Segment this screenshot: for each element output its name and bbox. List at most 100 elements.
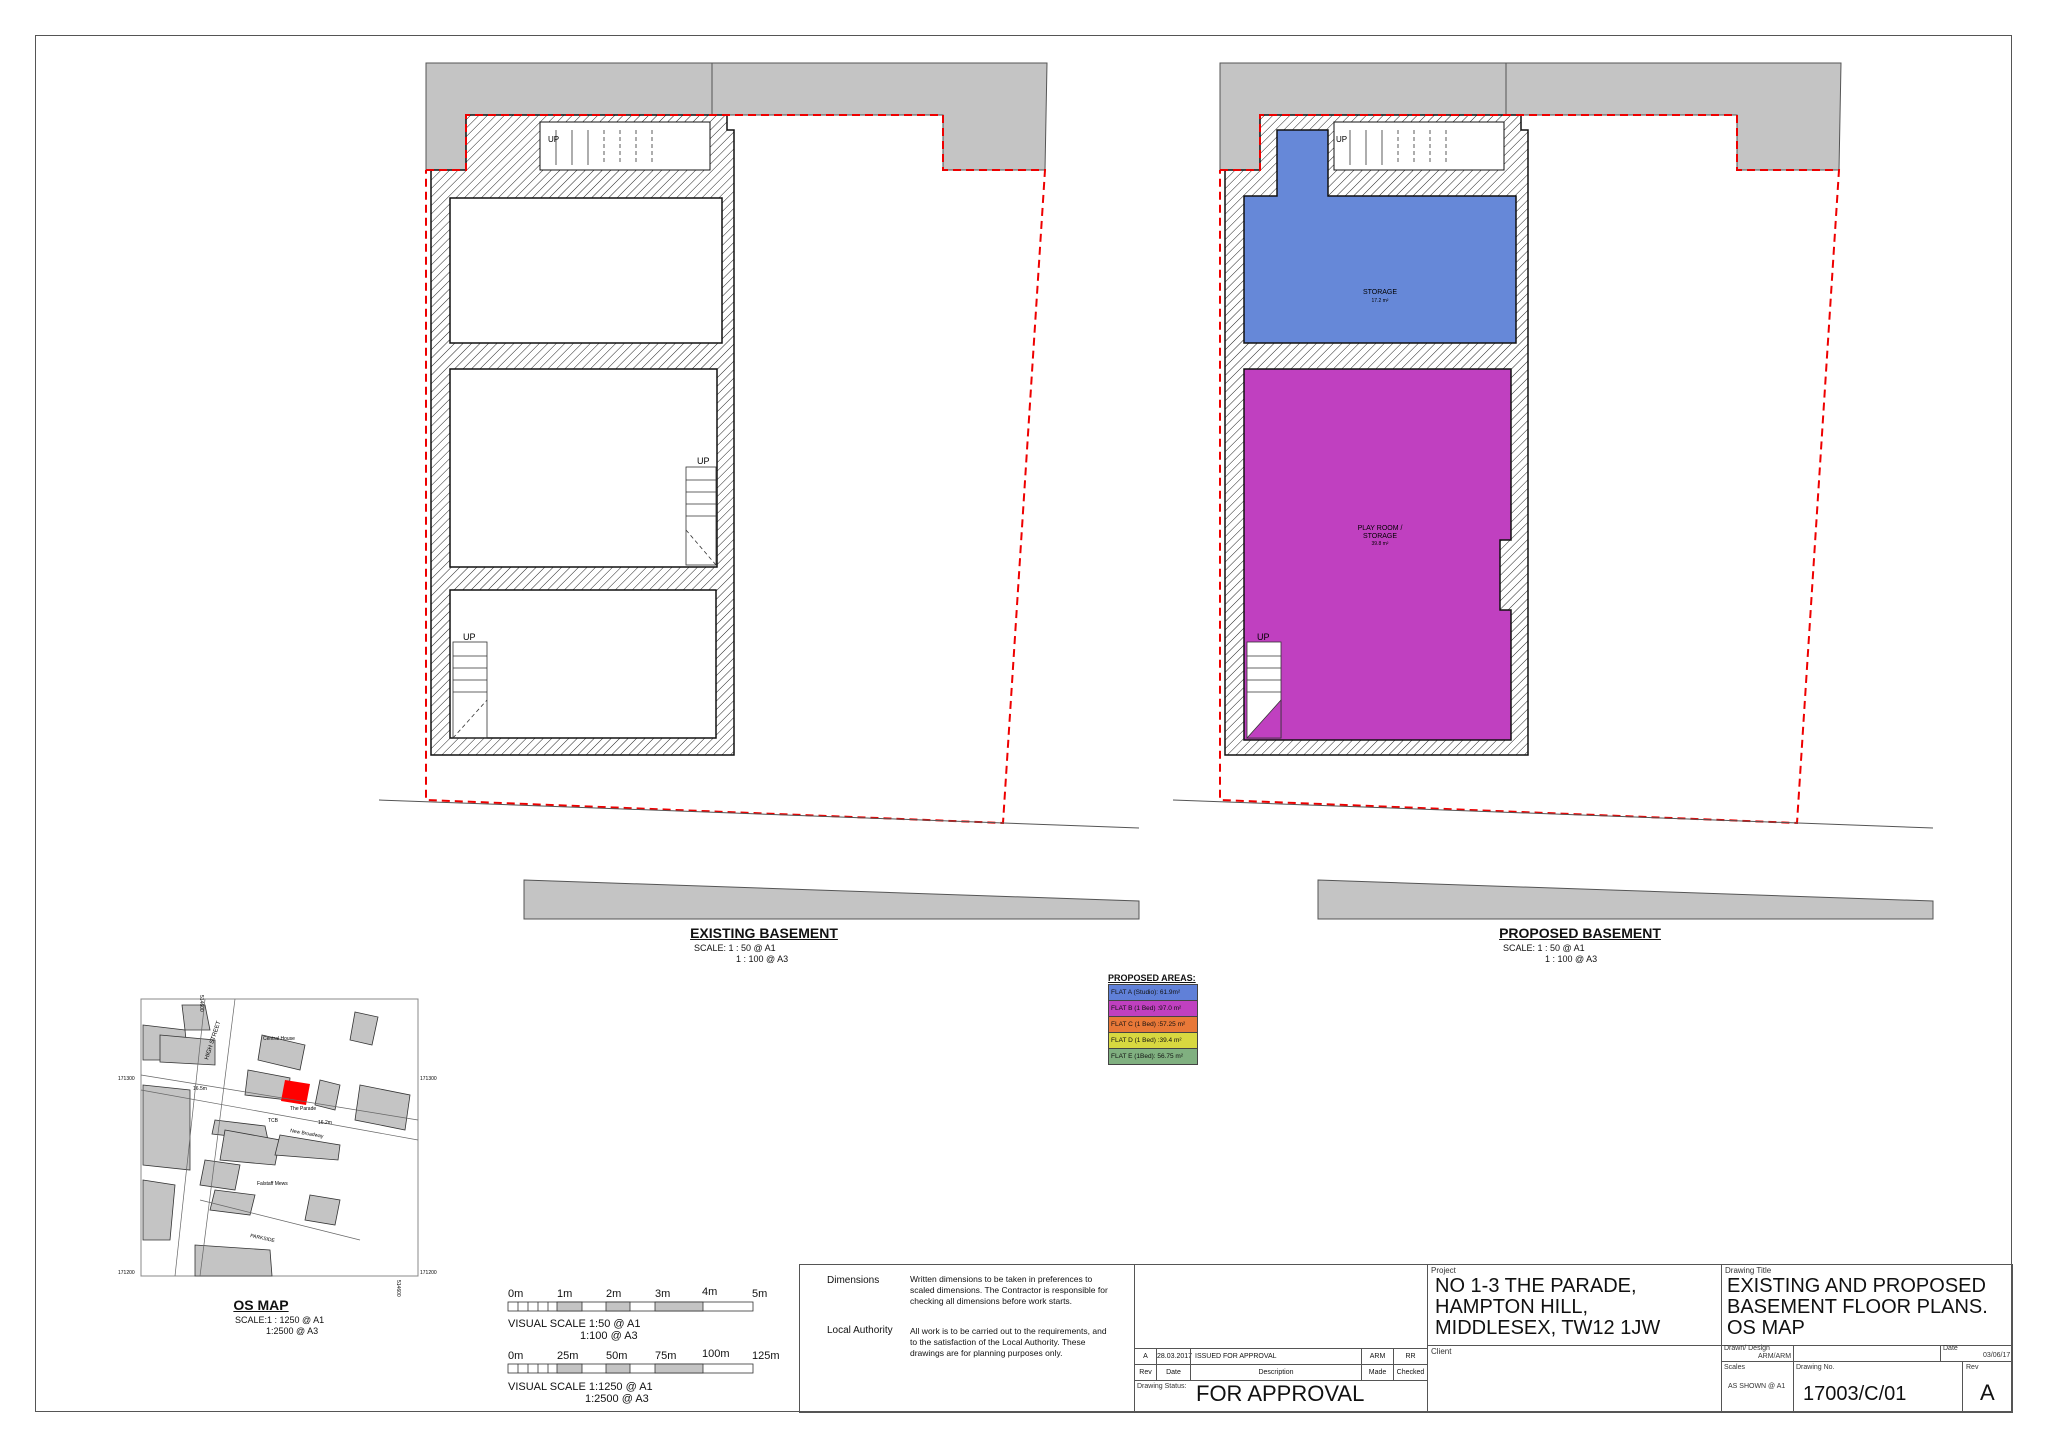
header-description: Description	[1190, 1364, 1362, 1381]
scale-tick: 25m	[557, 1350, 579, 1362]
header-made: Made	[1361, 1364, 1394, 1381]
map-street-label: PARKSIDE	[250, 1233, 276, 1244]
stair-top	[539, 121, 711, 171]
drawing-status-label: Drawing Status:	[1137, 1383, 1187, 1390]
project-label: Project	[1431, 1266, 1456, 1275]
room-area: 17.2 m²	[1372, 298, 1389, 304]
header-rev: Rev	[1134, 1364, 1157, 1381]
grid-label: 171200	[118, 1270, 135, 1276]
legend-item: FLAT A (Studio): 61.9m²	[1108, 984, 1198, 1001]
legend-item: FLAT E (1Bed): 56.75 m²	[1108, 1048, 1198, 1065]
scale-caption: VISUAL SCALE 1:50 @ A1	[508, 1318, 641, 1330]
grid-label: 171300	[118, 1076, 135, 1082]
stair-room-2	[685, 466, 717, 566]
pavement-section	[523, 879, 1140, 920]
pavement-section	[1317, 879, 1934, 920]
up-label: UP	[1336, 135, 1347, 144]
header-date: Date	[1156, 1364, 1191, 1381]
existing-basement-plan: UP UP UP	[378, 62, 1140, 920]
drawing-status: FOR APPROVAL	[1196, 1381, 1365, 1406]
date-cell: 28.03.2017	[1156, 1348, 1192, 1365]
project-line: NO 1-3 THE PARADE,	[1435, 1275, 1637, 1297]
scale-bar-1-1250	[507, 1363, 754, 1374]
spot-height: 16.2m	[318, 1120, 332, 1126]
drawing-title-line: OS MAP	[1727, 1317, 1805, 1339]
room-area: 39.8 m²	[1372, 541, 1389, 547]
map-label: The Parade	[290, 1106, 316, 1112]
grid-label: 171200	[420, 1270, 437, 1276]
room-name: PLAY ROOM /	[1358, 525, 1403, 532]
legend-item: FLAT C (1 Bed) :57.25 m²	[1108, 1016, 1198, 1033]
play-room	[1243, 368, 1512, 741]
legend-item: FLAT D (1 Bed) :39.4 m²	[1108, 1032, 1198, 1049]
scale-tick: 0m	[508, 1350, 524, 1362]
drawing-title: EXISTING AND PROPOSED BASEMENT FLOOR PLA…	[1727, 1276, 1988, 1339]
room-2	[449, 368, 718, 568]
map-label: Falstaff Mews	[257, 1181, 288, 1187]
grid-label: 171300	[420, 1076, 437, 1082]
os-map-scale: 1:2500 @ A3	[266, 1326, 319, 1336]
scale-tick: 5m	[752, 1288, 768, 1300]
note-text: All work is to be carried out to the req…	[910, 1326, 1107, 1358]
existing-scale: 1 : 100 @ A3	[736, 954, 789, 964]
os-map-scale: SCALE:1 : 1250 @ A1	[235, 1315, 325, 1325]
map-street-label: New Broadway	[290, 1128, 325, 1140]
note-heading: Dimensions	[827, 1275, 880, 1286]
site-boundary	[1219, 114, 1841, 825]
up-label: UP	[463, 632, 476, 642]
rev-label: Rev	[1966, 1364, 1979, 1371]
spot-height: 16.5m	[193, 1086, 207, 1092]
proposed-scale: 1 : 100 @ A3	[1545, 954, 1598, 964]
proposed-areas-legend: PROPOSED AREAS: FLAT A (Studio): 61.9m² …	[1108, 973, 1198, 1065]
description-cell: ISSUED FOR APPROVAL	[1190, 1348, 1362, 1365]
project-name: NO 1-3 THE PARADE, HAMPTON HILL, MIDDLES…	[1435, 1276, 1660, 1339]
drawing-no-label: Drawing No.	[1796, 1364, 1835, 1371]
room-name: STORAGE	[1363, 289, 1397, 296]
proposed-plan-title: PROPOSED BASEMENT	[1499, 925, 1661, 941]
room-3	[449, 589, 717, 739]
map-label: Central House	[263, 1036, 295, 1042]
drawing-border	[35, 35, 2012, 1412]
header-checked: Checked	[1393, 1364, 1428, 1381]
scale-tick: 75m	[655, 1350, 677, 1362]
scale-tick: 100m	[702, 1348, 730, 1360]
up-label: UP	[1257, 632, 1270, 642]
existing-plan-title: EXISTING BASEMENT	[690, 925, 838, 941]
project-line: HAMPTON HILL,	[1435, 1296, 1588, 1318]
up-label: UP	[548, 135, 559, 144]
revision-letter: A	[1980, 1380, 1995, 1405]
project-line: MIDDLESEX, TW12 1JW	[1435, 1317, 1661, 1339]
scale-caption: VISUAL SCALE 1:1250 @ A1	[508, 1381, 653, 1393]
scale-caption: 1:100 @ A3	[580, 1330, 638, 1342]
stair	[1246, 641, 1282, 739]
made-cell: ARM	[1361, 1348, 1394, 1365]
ground-line	[1172, 799, 1934, 829]
note-heading: Local Authority	[827, 1325, 893, 1336]
drawing-number: 17003/C/01	[1803, 1383, 1907, 1405]
note-text: Written dimensions to be taken in prefer…	[910, 1274, 1108, 1306]
proposed-scale: SCALE: 1 : 50 @ A1	[1503, 943, 1585, 953]
map-label: TCB	[268, 1118, 279, 1124]
ground-line	[378, 799, 1140, 829]
drawing-title-label: Drawing Title	[1725, 1266, 1772, 1275]
scale-tick: 50m	[606, 1350, 628, 1362]
scale-caption: 1:2500 @ A3	[585, 1393, 649, 1405]
existing-scale: SCALE: 1 : 50 @ A1	[694, 943, 776, 953]
grid-label: 514600	[395, 1280, 401, 1297]
drawing-title-line: BASEMENT FLOOR PLANS.	[1727, 1296, 1988, 1318]
drawn-label: Drawn/ Design	[1724, 1345, 1770, 1352]
legend-item: FLAT B (1 Bed) :97.0 m²	[1108, 1000, 1198, 1017]
os-map: HIGH STREET Central House The Parade New…	[118, 995, 437, 1297]
scale-tick: 4m	[702, 1286, 718, 1298]
scale-tick: 0m	[508, 1288, 524, 1300]
legend-title: PROPOSED AREAS:	[1108, 973, 1196, 983]
room-1	[449, 197, 723, 344]
os-map-title: OS MAP	[233, 1297, 289, 1313]
stair-room-3	[452, 641, 488, 739]
scale-tick: 125m	[752, 1350, 780, 1362]
client-label: Client	[1431, 1347, 1452, 1356]
drawn-value: ARM/ARM	[1758, 1353, 1792, 1360]
room-name: STORAGE	[1363, 533, 1397, 540]
scales-label: Scales	[1724, 1364, 1746, 1371]
